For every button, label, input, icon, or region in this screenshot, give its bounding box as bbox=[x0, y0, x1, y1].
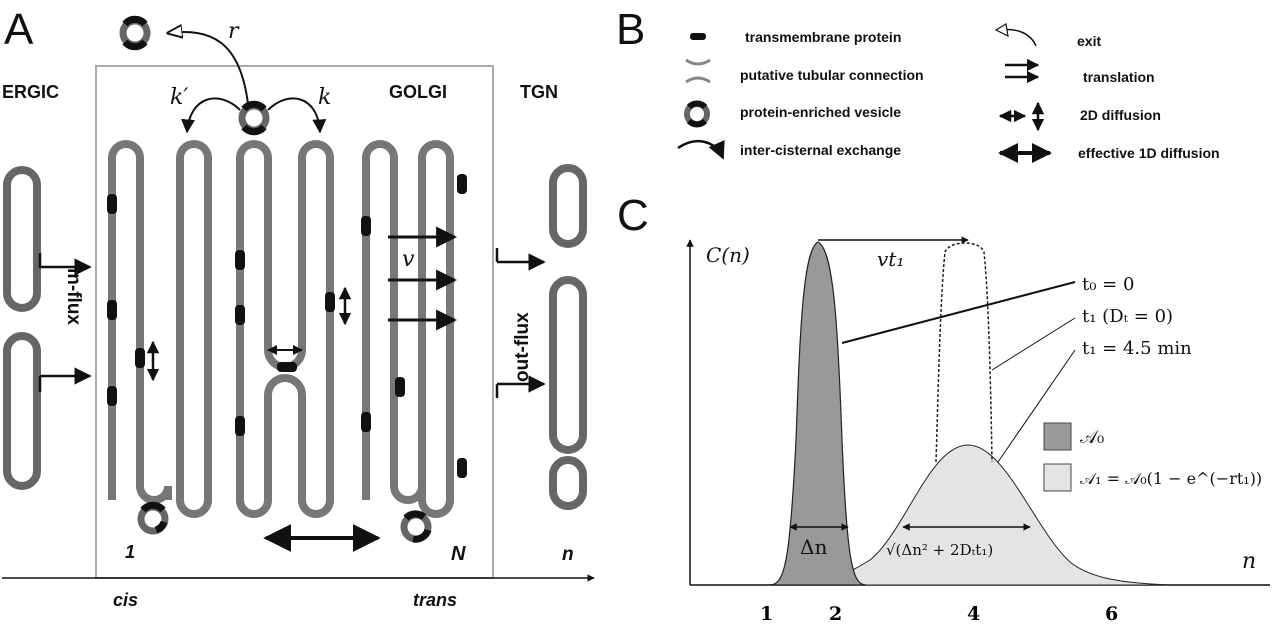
distribution-t0 bbox=[769, 241, 867, 586]
distribution-t1-translated bbox=[935, 242, 993, 463]
annotation-t1-diffused: t₁ = 4.5 min bbox=[1082, 338, 1192, 359]
x-tick-label: 1 bbox=[760, 603, 773, 624]
annotation-t0: t₀ = 0 bbox=[1082, 274, 1134, 295]
panel-a-axis-label: n bbox=[562, 544, 574, 565]
tgn-compartment-2 bbox=[549, 276, 587, 454]
exchange-arrow-right bbox=[267, 97, 327, 134]
protein-mark bbox=[235, 416, 245, 436]
tgn-label: TGN bbox=[520, 82, 558, 102]
protein-mark bbox=[235, 305, 245, 325]
legend-label: protein-enriched vesicle bbox=[740, 104, 901, 120]
transmembrane-protein-icon bbox=[690, 33, 706, 40]
legend-label: putative tubular connection bbox=[740, 67, 924, 83]
leader-t1-translated bbox=[991, 317, 1076, 371]
panel-c-label: C bbox=[617, 191, 649, 240]
tgn-compartment-1 bbox=[549, 164, 587, 248]
tubular-connection-icon bbox=[685, 58, 711, 84]
legend-swatch-a0 bbox=[1043, 422, 1072, 451]
cisterna-last-index: N bbox=[451, 543, 466, 565]
chart-xlabel: n bbox=[1242, 549, 1256, 574]
influx-label: in-flux bbox=[63, 268, 84, 325]
vesicle-icon bbox=[684, 100, 710, 128]
width-initial-label: Δn bbox=[800, 535, 827, 559]
cisterna-first-index: 1 bbox=[125, 542, 135, 562]
axis-trans-label: trans bbox=[413, 590, 457, 610]
distribution-t1-diffused bbox=[779, 444, 1171, 586]
x-tick-labels: 1 2 4 6 bbox=[760, 603, 1118, 624]
exit-arrow-head bbox=[994, 23, 1009, 38]
panel-a-label: A bbox=[4, 5, 34, 54]
legend-label: effective 1D diffusion bbox=[1078, 145, 1220, 161]
legend-label: transmembrane protein bbox=[745, 29, 901, 45]
leader-t1-diffused bbox=[997, 349, 1076, 463]
protein-mark bbox=[361, 216, 371, 236]
cisterna-pair-1 bbox=[108, 140, 172, 504]
panel-b-label: B bbox=[616, 5, 645, 54]
legend-label: translation bbox=[1083, 69, 1155, 85]
ergic-label: ERGIC bbox=[2, 82, 59, 102]
x-tick-label: 6 bbox=[1105, 603, 1118, 624]
cisterna-4 bbox=[362, 140, 426, 504]
rate-v: v bbox=[402, 247, 415, 272]
cisterna-5 bbox=[418, 140, 454, 518]
shift-label: vt₁ bbox=[877, 247, 904, 271]
protein-mark bbox=[395, 377, 405, 397]
width-final-label: √(Δn² + 2Dₜt₁) bbox=[886, 541, 993, 559]
vesicle-center bbox=[238, 100, 270, 136]
rate-r: r bbox=[228, 19, 240, 44]
outflux-label: out-flux bbox=[512, 312, 533, 382]
vesicle-trans bbox=[400, 510, 432, 543]
legend-swatch-a1 bbox=[1043, 463, 1072, 492]
tgn-compartment-3 bbox=[549, 456, 587, 510]
rate-k-prime: k′ bbox=[170, 85, 188, 110]
vesicle-cis bbox=[137, 501, 169, 535]
legend-label: exit bbox=[1077, 33, 1101, 49]
golgi-label: GOLGI bbox=[389, 82, 447, 102]
axis-cis-label: cis bbox=[113, 590, 138, 610]
protein-mark bbox=[325, 292, 335, 312]
exchange-arrow-left bbox=[181, 97, 241, 134]
protein-mark bbox=[107, 300, 117, 320]
cisterna-3 bbox=[236, 140, 334, 518]
top-vesicle-exiting bbox=[119, 15, 151, 51]
transmembrane-proteins bbox=[107, 174, 467, 478]
rate-k: k bbox=[318, 85, 331, 110]
x-tick-label: 2 bbox=[829, 603, 842, 624]
protein-mark bbox=[107, 386, 117, 406]
leader-t0 bbox=[841, 281, 1076, 344]
exit-arrow bbox=[168, 32, 249, 105]
protein-mark bbox=[235, 250, 245, 270]
protein-mark bbox=[457, 458, 467, 478]
protein-mark bbox=[361, 412, 371, 432]
protein-mark bbox=[457, 174, 467, 194]
ergic-compartment-2 bbox=[3, 332, 41, 490]
protein-mark bbox=[107, 194, 117, 214]
chart-ylabel: C(n) bbox=[706, 243, 750, 267]
curved-arrow-icon bbox=[677, 139, 725, 160]
legend-a0-label: 𝒜₀ bbox=[1080, 427, 1104, 448]
x-tick-label: 4 bbox=[967, 603, 980, 624]
protein-mark bbox=[277, 362, 297, 372]
protein-mark bbox=[135, 348, 145, 368]
legend-label: 2D diffusion bbox=[1080, 107, 1161, 123]
ergic-compartment-1 bbox=[3, 166, 41, 312]
legend-label: inter-cisternal exchange bbox=[740, 142, 901, 158]
annotation-t1-translated: t₁ (Dₜ = 0) bbox=[1082, 306, 1173, 327]
cisterna-2 bbox=[176, 140, 212, 518]
legend-a1-label: 𝒜₁ = 𝒜₀(1 − e^(−rt₁)) bbox=[1080, 469, 1262, 488]
